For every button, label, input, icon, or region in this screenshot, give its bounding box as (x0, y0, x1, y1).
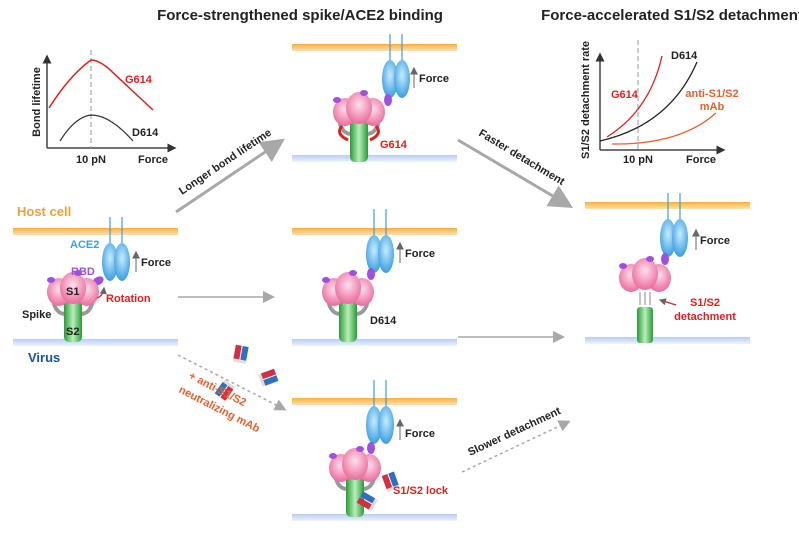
virus-membrane (292, 155, 457, 162)
detached-complex: Force S1/S2 detachment (619, 192, 736, 343)
force-label: Force (700, 235, 730, 247)
detach-label-2: detachment (674, 311, 736, 323)
s1-label: S1 (66, 286, 79, 298)
arrow-longer-lifetime (175, 138, 285, 214)
detach-label-1: S1/S2 (690, 297, 720, 309)
force-label: Force (405, 248, 435, 260)
force-label: Force (405, 428, 435, 440)
bond-lifetime-chart: Bond lifetime 10 pN Force G614 D614 (31, 50, 177, 166)
arrow-add-mab (177, 354, 287, 411)
host-cell-label: Host cell (17, 204, 71, 219)
detachment-rate-chart: S1/S2 detachment rate 10 pN Force G614 D… (580, 40, 739, 166)
rbd-label: RBD (71, 266, 95, 278)
arrow-faster (457, 138, 574, 209)
legend-mab-2: mAb (700, 101, 725, 113)
g614-curve (606, 55, 663, 138)
legend-g614: G614 (611, 89, 639, 101)
arrow-slower (461, 420, 571, 473)
legend-mab-1: anti-S1/S2 (685, 88, 738, 100)
tick-10pn: 10 pN (623, 154, 653, 166)
ace2-label: ACE2 (70, 239, 99, 251)
d614-complex: Force D614 (322, 208, 435, 344)
g614-curve (48, 59, 154, 111)
s1s2-lock-label: S1/S2 lock (393, 485, 449, 497)
virus-membrane (13, 339, 178, 346)
tick-10pn: 10 pN (76, 154, 106, 166)
spike-label: Spike (22, 309, 51, 321)
virus-membrane (585, 337, 750, 344)
y-label: Bond lifetime (31, 67, 43, 137)
title-right: Force-accelerated S1/S2 detachment (541, 7, 799, 24)
legend-g614: G614 (125, 74, 153, 86)
rotation-label: Rotation (106, 293, 151, 305)
d614-curve (59, 114, 134, 142)
arrow-slower-label: Slower detachment (466, 405, 563, 459)
g614-label: G614 (380, 139, 408, 151)
legend-d614: D614 (132, 127, 159, 139)
arrow-longer-label: Longer bond lifetime (177, 127, 274, 198)
d614-curve (599, 61, 698, 142)
virus-label: Virus (28, 350, 60, 365)
force-label: Force (141, 257, 171, 269)
virus-membrane (292, 514, 457, 521)
host-membrane (13, 228, 178, 235)
s2-label: S2 (66, 326, 79, 338)
title-left: Force-strengthened spike/ACE2 binding (157, 7, 443, 24)
g614-complex: Force G614 (333, 33, 449, 164)
force-label: Force (419, 73, 449, 85)
x-label: Force (686, 154, 716, 166)
virus-membrane (292, 339, 457, 346)
host-membrane (292, 44, 457, 51)
initial-complex: ACE2 RBD S1 S2 Spike Rotation Force (22, 216, 171, 344)
legend-d614: D614 (671, 50, 698, 62)
mab-curve (611, 112, 717, 145)
x-label: Force (138, 154, 168, 166)
d614-label: D614 (370, 315, 397, 327)
mab-locked-complex: Force S1/S2 lock (329, 379, 449, 519)
y-label: S1/S2 detachment rate (580, 41, 592, 159)
